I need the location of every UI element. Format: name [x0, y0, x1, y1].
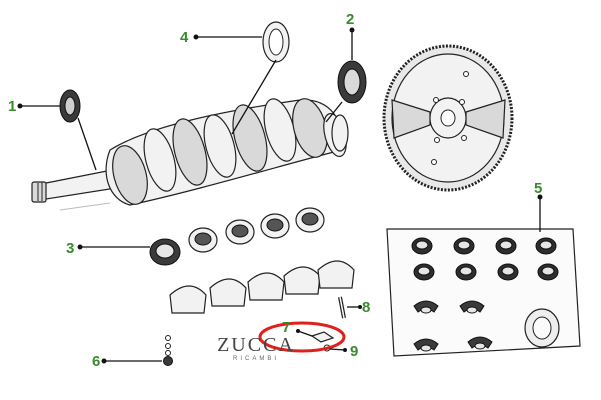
- main-bearing-caps: [169, 260, 355, 314]
- bearing-shell: [453, 237, 475, 255]
- callout-9: 9: [350, 343, 358, 360]
- highlight-ring: [258, 321, 346, 353]
- callout-2: 2: [346, 11, 354, 28]
- callout-5: 5: [534, 180, 542, 197]
- thrust-half-washer: [413, 338, 439, 352]
- bearing-shell: [455, 263, 477, 281]
- callout-6: 6: [92, 353, 100, 370]
- brand-name: ZUCCA: [217, 334, 295, 356]
- thrust-washer: [262, 21, 290, 63]
- brand-watermark: ZUCCA RICAMBI: [214, 335, 298, 362]
- bearing-shell: [535, 237, 557, 255]
- bearing-shell: [495, 237, 517, 255]
- bearing-shell: [537, 263, 559, 281]
- callout-1: 1: [8, 98, 16, 115]
- leader-lines: [17, 27, 543, 364]
- thrust-half-washer: [467, 336, 493, 350]
- nut-washer-set: [163, 335, 173, 366]
- callout-8: 8: [362, 299, 370, 316]
- callout-3: 3: [66, 240, 74, 257]
- front-seal: [59, 89, 81, 123]
- bearing-shell: [497, 263, 519, 281]
- brand-subtitle: RICAMBI: [232, 356, 279, 362]
- rear-seal: [337, 60, 367, 104]
- crankshaft: [31, 98, 349, 211]
- stud-bolt: [338, 296, 346, 319]
- bearing-shell-kit-box: [386, 228, 581, 357]
- thrust-half-washer: [413, 300, 439, 314]
- flywheel: [382, 44, 514, 192]
- bearing-shell: [411, 237, 433, 255]
- callout-4: 4: [180, 29, 189, 46]
- bearing-shell: [413, 263, 435, 281]
- thrust-ring: [524, 308, 560, 348]
- thrust-half-washer: [459, 300, 485, 314]
- callout-7: 7: [282, 319, 290, 336]
- main-bearings: [149, 207, 325, 266]
